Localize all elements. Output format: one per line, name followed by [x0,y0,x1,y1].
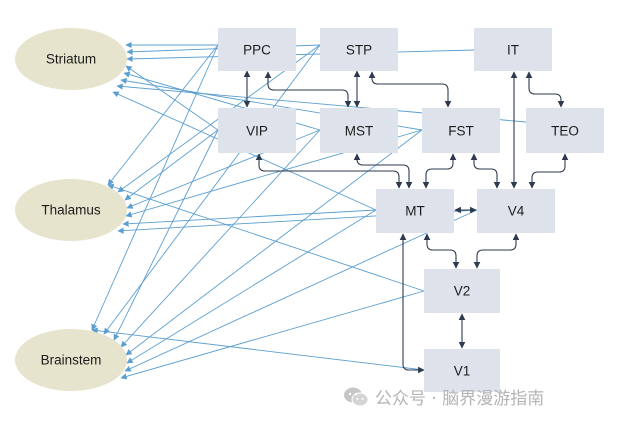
node-ppc-label: PPC [243,43,271,58]
edge-v2-to-brainstem [120,290,425,380]
edge-mst-mt [353,153,413,189]
node-stp: STP [320,28,398,71]
node-thalamus-label: Thalamus [41,203,101,218]
edge-fst-mt [422,153,457,189]
node-mt: MT [376,189,454,233]
edge-v1-mt [399,233,425,374]
edge-v2-to-thalamus [107,183,425,292]
node-fst: FST [422,108,500,153]
node-vip: VIP [218,108,296,153]
subcortical-nodes: Striatum Thalamus Brainstem [15,28,127,391]
node-thalamus: Thalamus [15,179,127,241]
node-it: IT [474,28,552,71]
edge-it-to-striatum [126,49,475,63]
node-stp-label: STP [346,43,372,58]
watermark-text: 公众号 · 脑界漫游指南 [375,389,545,409]
node-vip-label: VIP [246,124,268,139]
edge-mt-v2 [423,233,460,269]
edge-stp-to-brainstem [103,44,321,335]
edge-ppc-to-brainstem [91,44,219,331]
edge-ppc-mst [264,71,352,108]
edge-it-teo [525,71,565,108]
edge-fst-v4 [470,153,501,189]
edge-vip-to-striatum [125,65,219,131]
edge-mst-to-brainstem [120,129,321,348]
node-brainstem: Brainstem [15,329,127,391]
node-striatum: Striatum [15,28,127,90]
subcortical-projections [91,41,527,380]
node-v1: V1 [424,349,500,392]
cortical-connections [243,70,569,374]
edge-ppc-to-thalamus [107,44,219,186]
node-v2: V2 [424,269,500,313]
node-v4-label: V4 [508,204,525,219]
node-mt-label: MT [405,204,425,219]
edge-v1-to-brainstem [91,327,425,371]
edge-v4-v2 [473,233,520,269]
edge-vip-to-thalamus [124,129,219,201]
node-fst-label: FST [448,124,474,139]
edge-mt-to-brainstem [126,209,377,364]
node-mst-label: MST [345,124,374,139]
node-ppc: PPC [218,28,296,71]
edge-stp-fst [368,71,452,108]
cortical-nodes: PPC STP IT VIP MST FST TEO MT [218,28,604,392]
node-brainstem-label: Brainstem [41,353,102,368]
node-v4: V4 [477,189,555,233]
node-striatum-label: Striatum [46,52,96,67]
node-mst: MST [320,108,398,153]
wechat-icon [344,387,369,406]
node-teo: TEO [526,108,604,153]
node-v1-label: V1 [454,364,471,379]
edge-vip-mt [255,153,403,189]
edge-vip-to-brainstem [113,129,219,341]
edge-mt-to-thalamus [122,209,377,227]
node-teo-label: TEO [551,124,579,139]
edge-teo-v4 [528,153,569,189]
watermark: 公众号 · 脑界漫游指南 [343,384,544,409]
node-v2-label: V2 [454,284,471,299]
node-it-label: IT [507,43,519,58]
